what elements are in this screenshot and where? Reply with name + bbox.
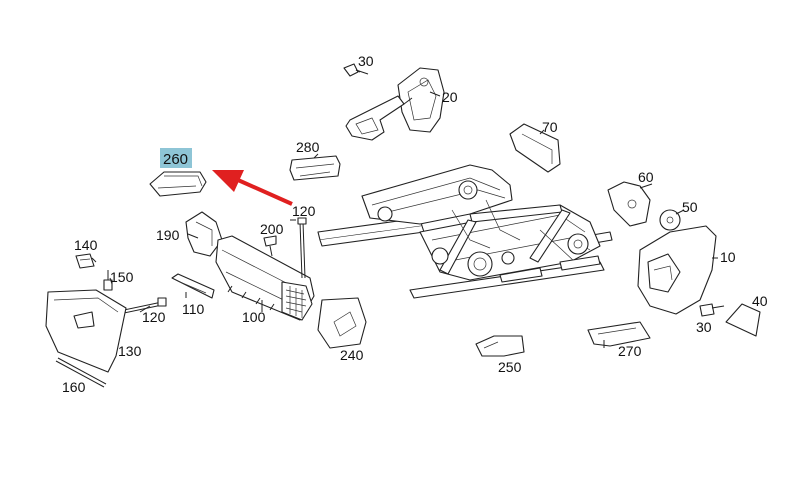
red-arrow [212, 170, 293, 206]
part-270-bracket [587, 321, 651, 348]
callout-40: 40 [752, 293, 768, 309]
highlight-260: 260 [160, 148, 192, 168]
callout-20: 20 [442, 89, 458, 105]
part-240-pad [317, 297, 367, 349]
part-110-strip [171, 273, 215, 299]
callout-60: 60 [638, 169, 654, 185]
callout-270: 270 [618, 343, 642, 359]
callout-130: 130 [118, 343, 142, 359]
callout-160: 160 [62, 379, 86, 395]
callout-190: 190 [156, 227, 180, 243]
part-50-washer [659, 209, 681, 231]
part-280-clip [289, 155, 341, 181]
callout-280: 280 [296, 139, 320, 155]
part-70-cover [509, 123, 561, 173]
screw-200 [263, 235, 277, 257]
callout-150: 150 [110, 269, 134, 285]
arrow-head [212, 170, 244, 192]
callout-120-upper: 120 [292, 203, 316, 219]
part-10-side-cover [637, 225, 717, 315]
leader-lines [91, 69, 718, 313]
part-60-bracket [607, 181, 651, 227]
part-100-box [215, 235, 315, 321]
highlight-label: 260 [163, 151, 188, 168]
callout-110: 110 [182, 301, 205, 317]
rod-160 [55, 357, 107, 388]
rod-120-lower [123, 297, 167, 314]
callout-250: 250 [498, 359, 522, 375]
part-250-cover [475, 335, 525, 357]
callout-140: 140 [74, 237, 98, 253]
arrow-shaft [237, 178, 293, 206]
rod-120-vertical [297, 217, 307, 279]
callout-labels: 30 20 70 280 60 50 10 120 200 190 140 15… [62, 53, 768, 395]
part-150-screw [103, 270, 113, 291]
part-260-clip [149, 171, 207, 197]
callout-120-lower: 120 [142, 309, 166, 325]
callout-10: 10 [720, 249, 736, 265]
callout-30-right: 30 [696, 319, 712, 335]
callout-50: 50 [682, 199, 698, 215]
part-20-bracket [345, 67, 445, 141]
part-40-cap [725, 303, 761, 337]
part-140-latch [75, 253, 95, 269]
part-190-trim [185, 211, 223, 257]
highlight-box [160, 148, 192, 168]
screw-30-right [699, 303, 725, 317]
callout-240: 240 [340, 347, 364, 363]
seat-frame [317, 164, 613, 299]
part-130-lid [45, 289, 127, 373]
callout-100: 100 [242, 309, 266, 325]
callout-30-top: 30 [358, 53, 374, 69]
callout-70: 70 [542, 119, 558, 135]
callout-200: 200 [260, 221, 284, 237]
